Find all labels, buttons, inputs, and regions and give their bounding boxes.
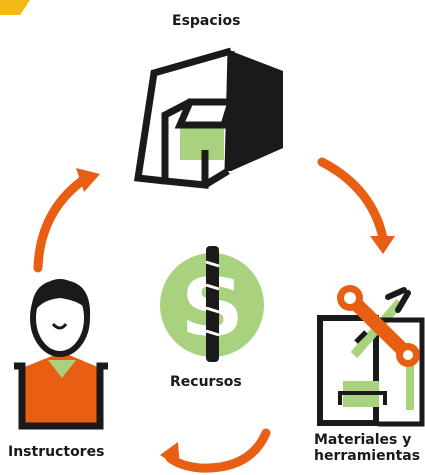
recursos-label: Recursos [170, 374, 242, 390]
instructor-icon [14, 279, 108, 430]
dollar-coin-icon: $ [160, 246, 264, 362]
yellow-corner-tab-icon [0, 0, 30, 15]
tools-clipboard-icon [317, 285, 425, 427]
materiales-label-line2: herramientas [314, 448, 421, 464]
cycle-arrow-icon [76, 168, 100, 192]
materiales-label-line1: Materiales y [314, 432, 412, 448]
room-icon [133, 47, 283, 189]
espacios-label: Espacios [172, 13, 241, 29]
instructores-label: Instructores [8, 444, 105, 460]
materiales-label: Materiales y herramientas [314, 432, 420, 464]
cycle-arrow-icon [370, 236, 395, 254]
cycle-arrow-icon [160, 442, 180, 468]
